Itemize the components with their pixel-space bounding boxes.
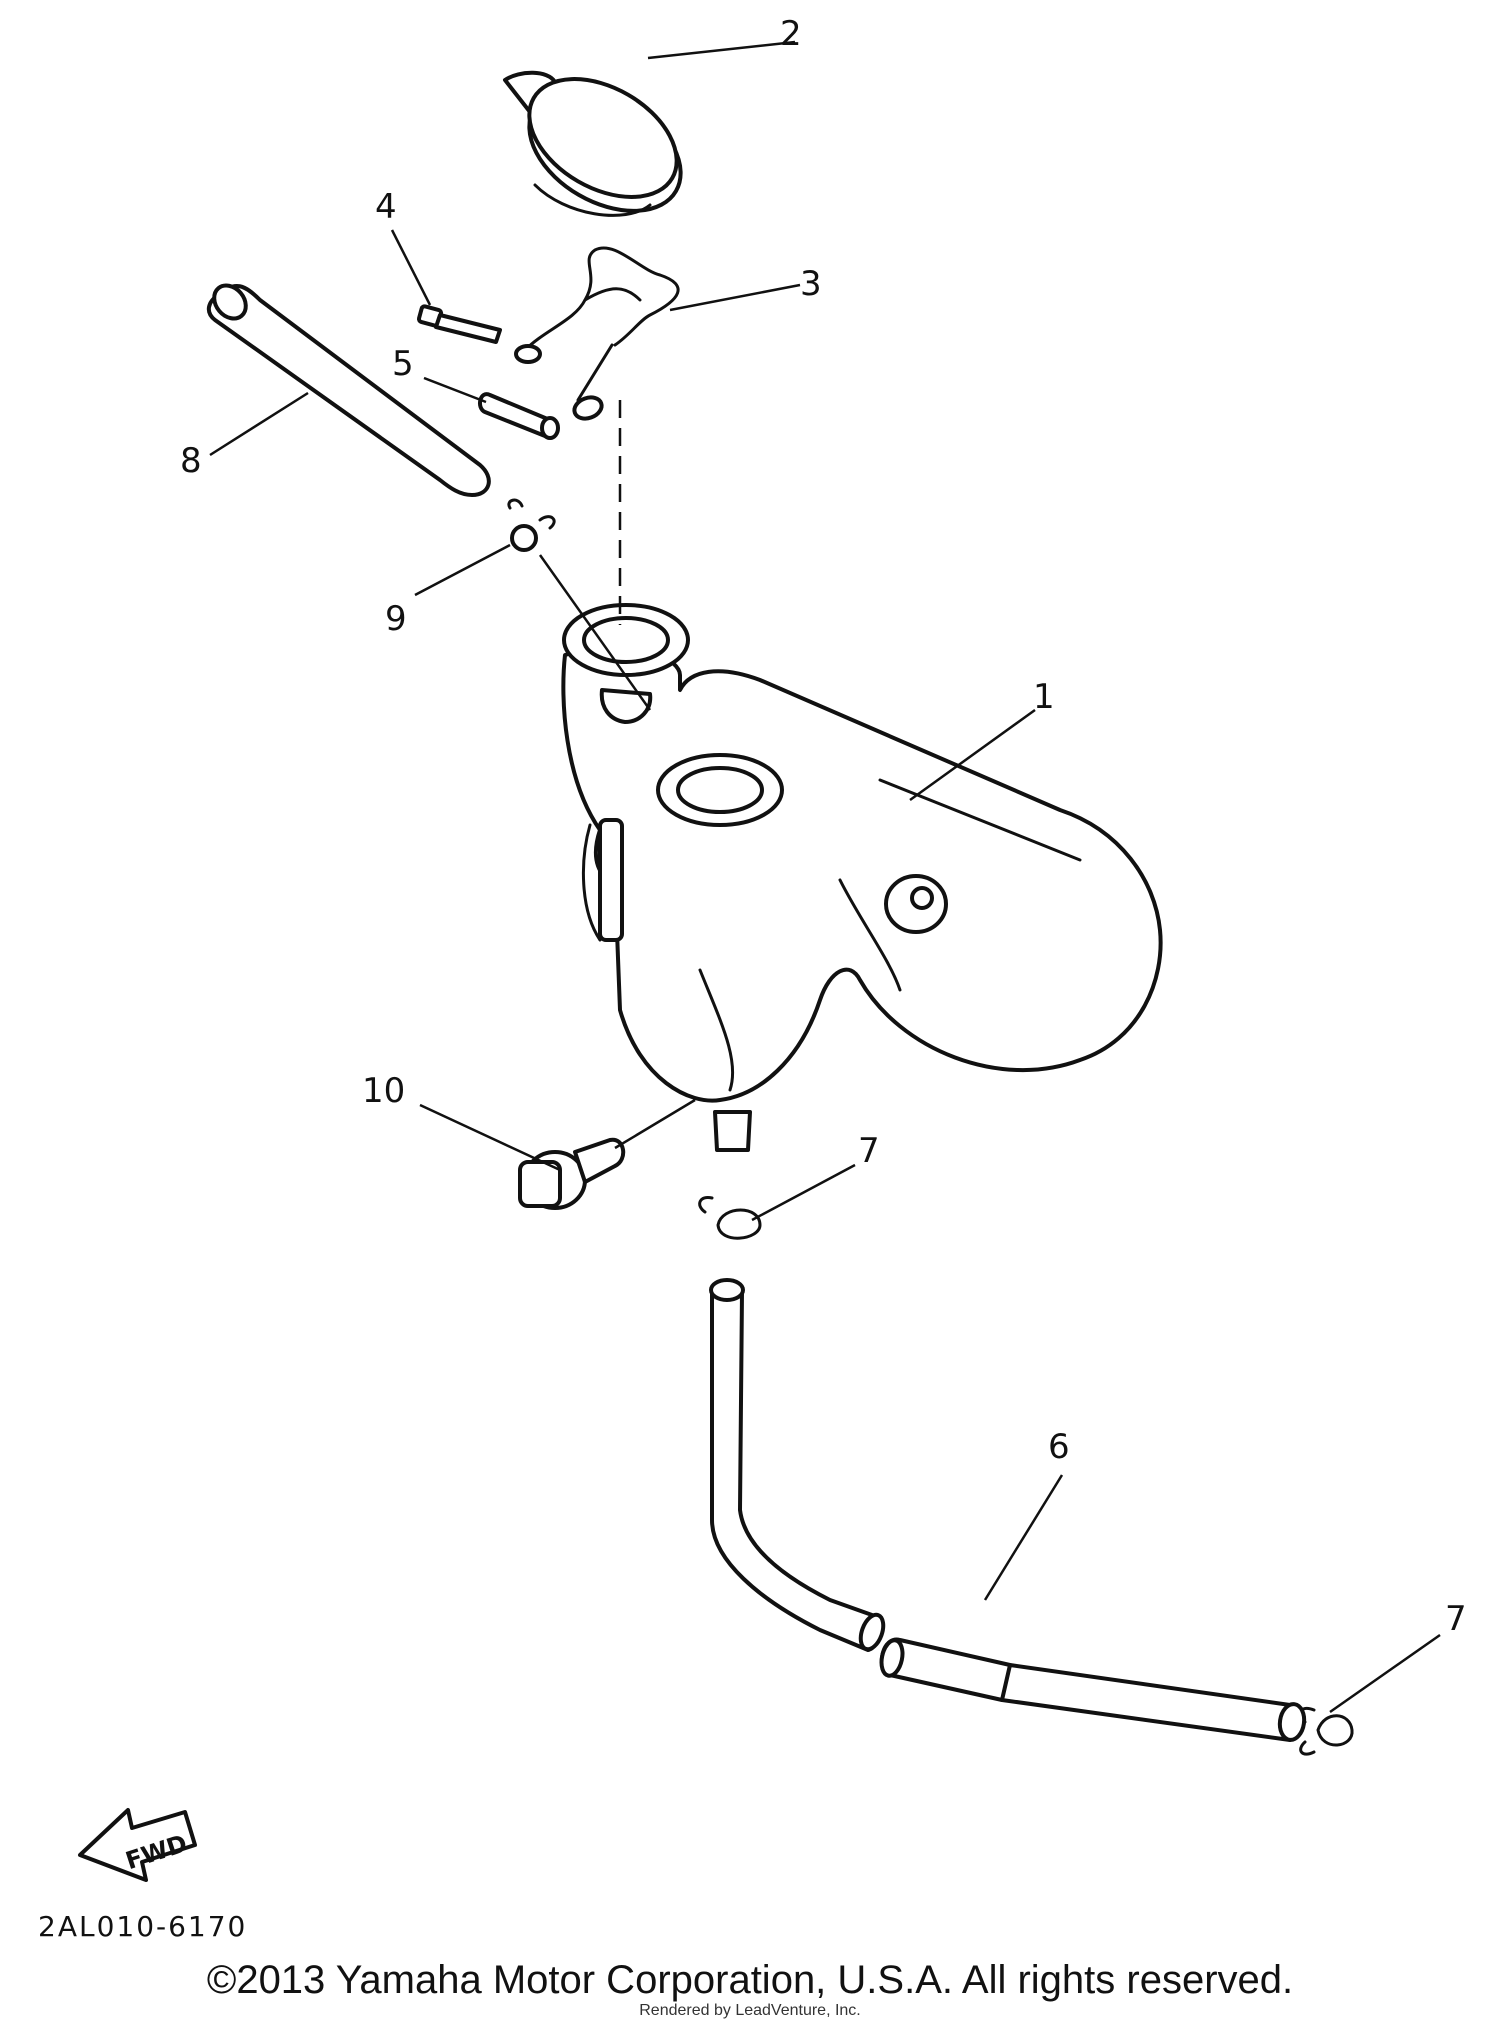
part-2-cap [503,70,683,217]
part-5-collar [478,392,560,440]
callout-4: 4 [375,187,397,227]
part-3-holder [514,246,680,421]
callout-6: 6 [1048,1427,1070,1467]
part-8-hose [206,283,491,497]
callout-9: 9 [385,599,407,639]
part-7-clamp-lower [1299,1706,1354,1756]
diagram-code: 2AL010-6170 [38,1910,248,1943]
callout-3: 3 [800,264,822,304]
callout-2: 2 [780,14,802,54]
callout-7-upper: 7 [858,1131,880,1171]
part-1-oil-tank [561,603,1163,1152]
fwd-arrow: FWD [78,1808,197,1882]
callout-5: 5 [392,344,414,384]
part-4-bolt [416,304,502,344]
copyright-notice: ©2013 Yamaha Motor Corporation, U.S.A. A… [206,1958,1294,2002]
part-6-oil-hose [709,1278,1307,1742]
callout-10: 10 [362,1071,405,1111]
leader-lines [209,40,1441,1714]
rendered-by-notice: Rendered by LeadVenture, Inc. [639,2002,861,2019]
callout-7-lower: 7 [1445,1599,1467,1639]
part-9-clip [507,498,556,552]
part-7-clamp-upper [698,1195,762,1240]
callout-8: 8 [180,441,202,481]
callout-1: 1 [1033,677,1055,717]
part-10-drain-bolt [518,1137,626,1210]
